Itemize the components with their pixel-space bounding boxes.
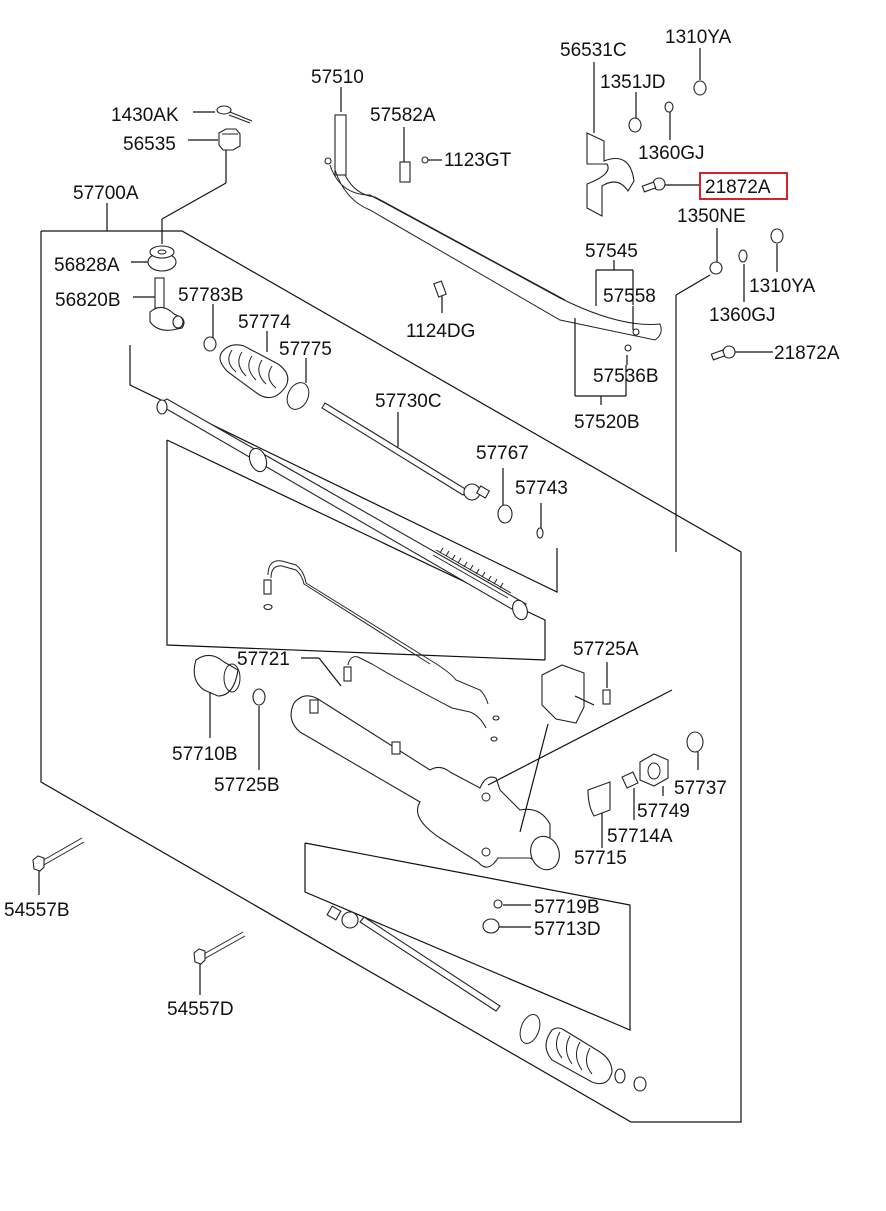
lower-boot[interactable]	[545, 1027, 647, 1092]
label-1351JD[interactable]: 1351JD	[600, 72, 666, 93]
label-57545[interactable]: 57545	[585, 241, 638, 262]
label-57710B[interactable]: 57710B	[172, 744, 238, 765]
nut-56535[interactable]	[161, 128, 241, 244]
pressure-hose-57510[interactable]	[324, 87, 662, 341]
label-57730C[interactable]: 57730C	[375, 391, 442, 412]
bracket-57582A[interactable]	[399, 127, 411, 183]
washer-1360GJ-top[interactable]	[664, 101, 674, 140]
label-57725B[interactable]: 57725B	[214, 775, 280, 796]
bolt-54557B[interactable]	[32, 837, 85, 895]
label-57582A[interactable]: 57582A	[370, 105, 436, 126]
bolt-1124DG[interactable]	[433, 280, 447, 313]
label-56828A[interactable]: 56828A	[54, 255, 120, 276]
label-1360GJ-mid[interactable]: 1360GJ	[709, 305, 776, 326]
label-56531C[interactable]: 56531C	[560, 40, 627, 61]
nut-57719B[interactable]	[493, 899, 531, 909]
o-ring-57725B[interactable]	[252, 688, 266, 770]
subframe-1	[129, 345, 558, 593]
label-1124DG[interactable]: 1124DG	[406, 321, 475, 342]
label-57715[interactable]: 57715	[574, 848, 627, 869]
bracket-57545-group	[595, 260, 634, 306]
label-57700A[interactable]: 57700A	[73, 183, 139, 204]
nut-1310YA-mid[interactable]	[770, 228, 784, 272]
label-56535[interactable]: 56535	[123, 134, 176, 155]
clip-57536B[interactable]	[624, 344, 632, 365]
subframe-2	[166, 440, 546, 661]
label-54557D[interactable]: 54557D	[167, 999, 234, 1020]
label-57749[interactable]: 57749	[637, 801, 690, 822]
label-57743[interactable]: 57743	[515, 478, 568, 499]
subframe-4	[304, 842, 631, 1031]
support-yoke-57715[interactable]	[587, 781, 611, 848]
label-57714A[interactable]: 57714A	[607, 826, 673, 847]
nut-57767[interactable]	[497, 468, 513, 524]
label-21872A-highlighted[interactable]: 21872A	[705, 177, 771, 198]
tie-rod-end-56820B[interactable]	[133, 277, 185, 331]
bracket-57520B-group	[574, 318, 627, 405]
feed-tube-57721[interactable]	[263, 560, 500, 742]
label-57775[interactable]: 57775	[279, 339, 332, 360]
washer-1350NE[interactable]	[675, 228, 723, 552]
label-57536B[interactable]: 57536B	[593, 366, 659, 387]
label-57713D[interactable]: 57713D	[534, 919, 601, 940]
bolt-1123GT[interactable]	[421, 156, 442, 164]
label-54557B[interactable]: 54557B	[4, 900, 70, 921]
label-57783B[interactable]: 57783B	[178, 285, 244, 306]
plug-57749[interactable]	[639, 753, 669, 796]
valve-57725A-assembly[interactable]	[519, 662, 611, 833]
label-57737[interactable]: 57737	[674, 778, 727, 799]
leader-housing-right	[487, 689, 673, 786]
nut-1310YA-top[interactable]	[693, 48, 707, 96]
label-57721[interactable]: 57721	[237, 649, 290, 670]
washer-1351JD[interactable]	[628, 92, 642, 133]
label-57510[interactable]: 57510	[311, 67, 364, 88]
spring-57714A[interactable]	[621, 771, 639, 820]
boot-57774[interactable]	[219, 331, 289, 399]
label-57558[interactable]: 57558	[603, 286, 656, 307]
clip-57783B[interactable]	[203, 304, 217, 352]
label-1310YA-top[interactable]: 1310YA	[665, 27, 732, 48]
label-56820B[interactable]: 56820B	[55, 290, 121, 311]
nut-57713D[interactable]	[482, 918, 531, 934]
label-21872A[interactable]: 21872A	[774, 343, 840, 364]
rack-tube[interactable]	[156, 398, 530, 622]
label-1310YA-mid[interactable]: 1310YA	[749, 276, 816, 297]
label-57725A[interactable]: 57725A	[573, 639, 639, 660]
label-1360GJ-top[interactable]: 1360GJ	[638, 143, 705, 164]
ring-57743[interactable]	[536, 503, 544, 539]
subframe-3	[166, 439, 546, 660]
label-57719B[interactable]: 57719B	[534, 897, 600, 918]
label-1123GT[interactable]: 1123GT	[444, 150, 512, 171]
lower-inner-tie-rod[interactable]	[326, 905, 501, 1012]
highlight-box-21872A	[699, 172, 788, 200]
cap-57737[interactable]	[686, 731, 704, 770]
bolt-21872A-mid[interactable]	[710, 345, 773, 361]
label-57774[interactable]: 57774	[238, 312, 291, 333]
clip-57558[interactable]	[632, 306, 640, 336]
cotter-pin-1430AK[interactable]	[193, 105, 253, 124]
bolt-21872A-top[interactable]	[641, 177, 700, 193]
assembly-outline	[40, 230, 742, 1123]
label-57520B[interactable]: 57520B	[574, 412, 640, 433]
label-1350NE[interactable]: 1350NE	[677, 206, 746, 227]
dust-cover-56828A[interactable]	[131, 245, 177, 272]
bracket-56531C[interactable]	[586, 62, 635, 217]
inner-tie-rod-57730C[interactable]	[321, 402, 491, 501]
washer-1360GJ-mid[interactable]	[738, 249, 748, 302]
band-57775[interactable]	[283, 358, 313, 413]
lower-band[interactable]	[516, 1012, 543, 1046]
label-1430AK[interactable]: 1430AK	[111, 105, 179, 126]
gear-housing[interactable]	[290, 695, 564, 874]
bushing-57710B[interactable]	[193, 654, 241, 738]
bolt-54557D[interactable]	[193, 931, 246, 995]
label-57767[interactable]: 57767	[476, 443, 529, 464]
